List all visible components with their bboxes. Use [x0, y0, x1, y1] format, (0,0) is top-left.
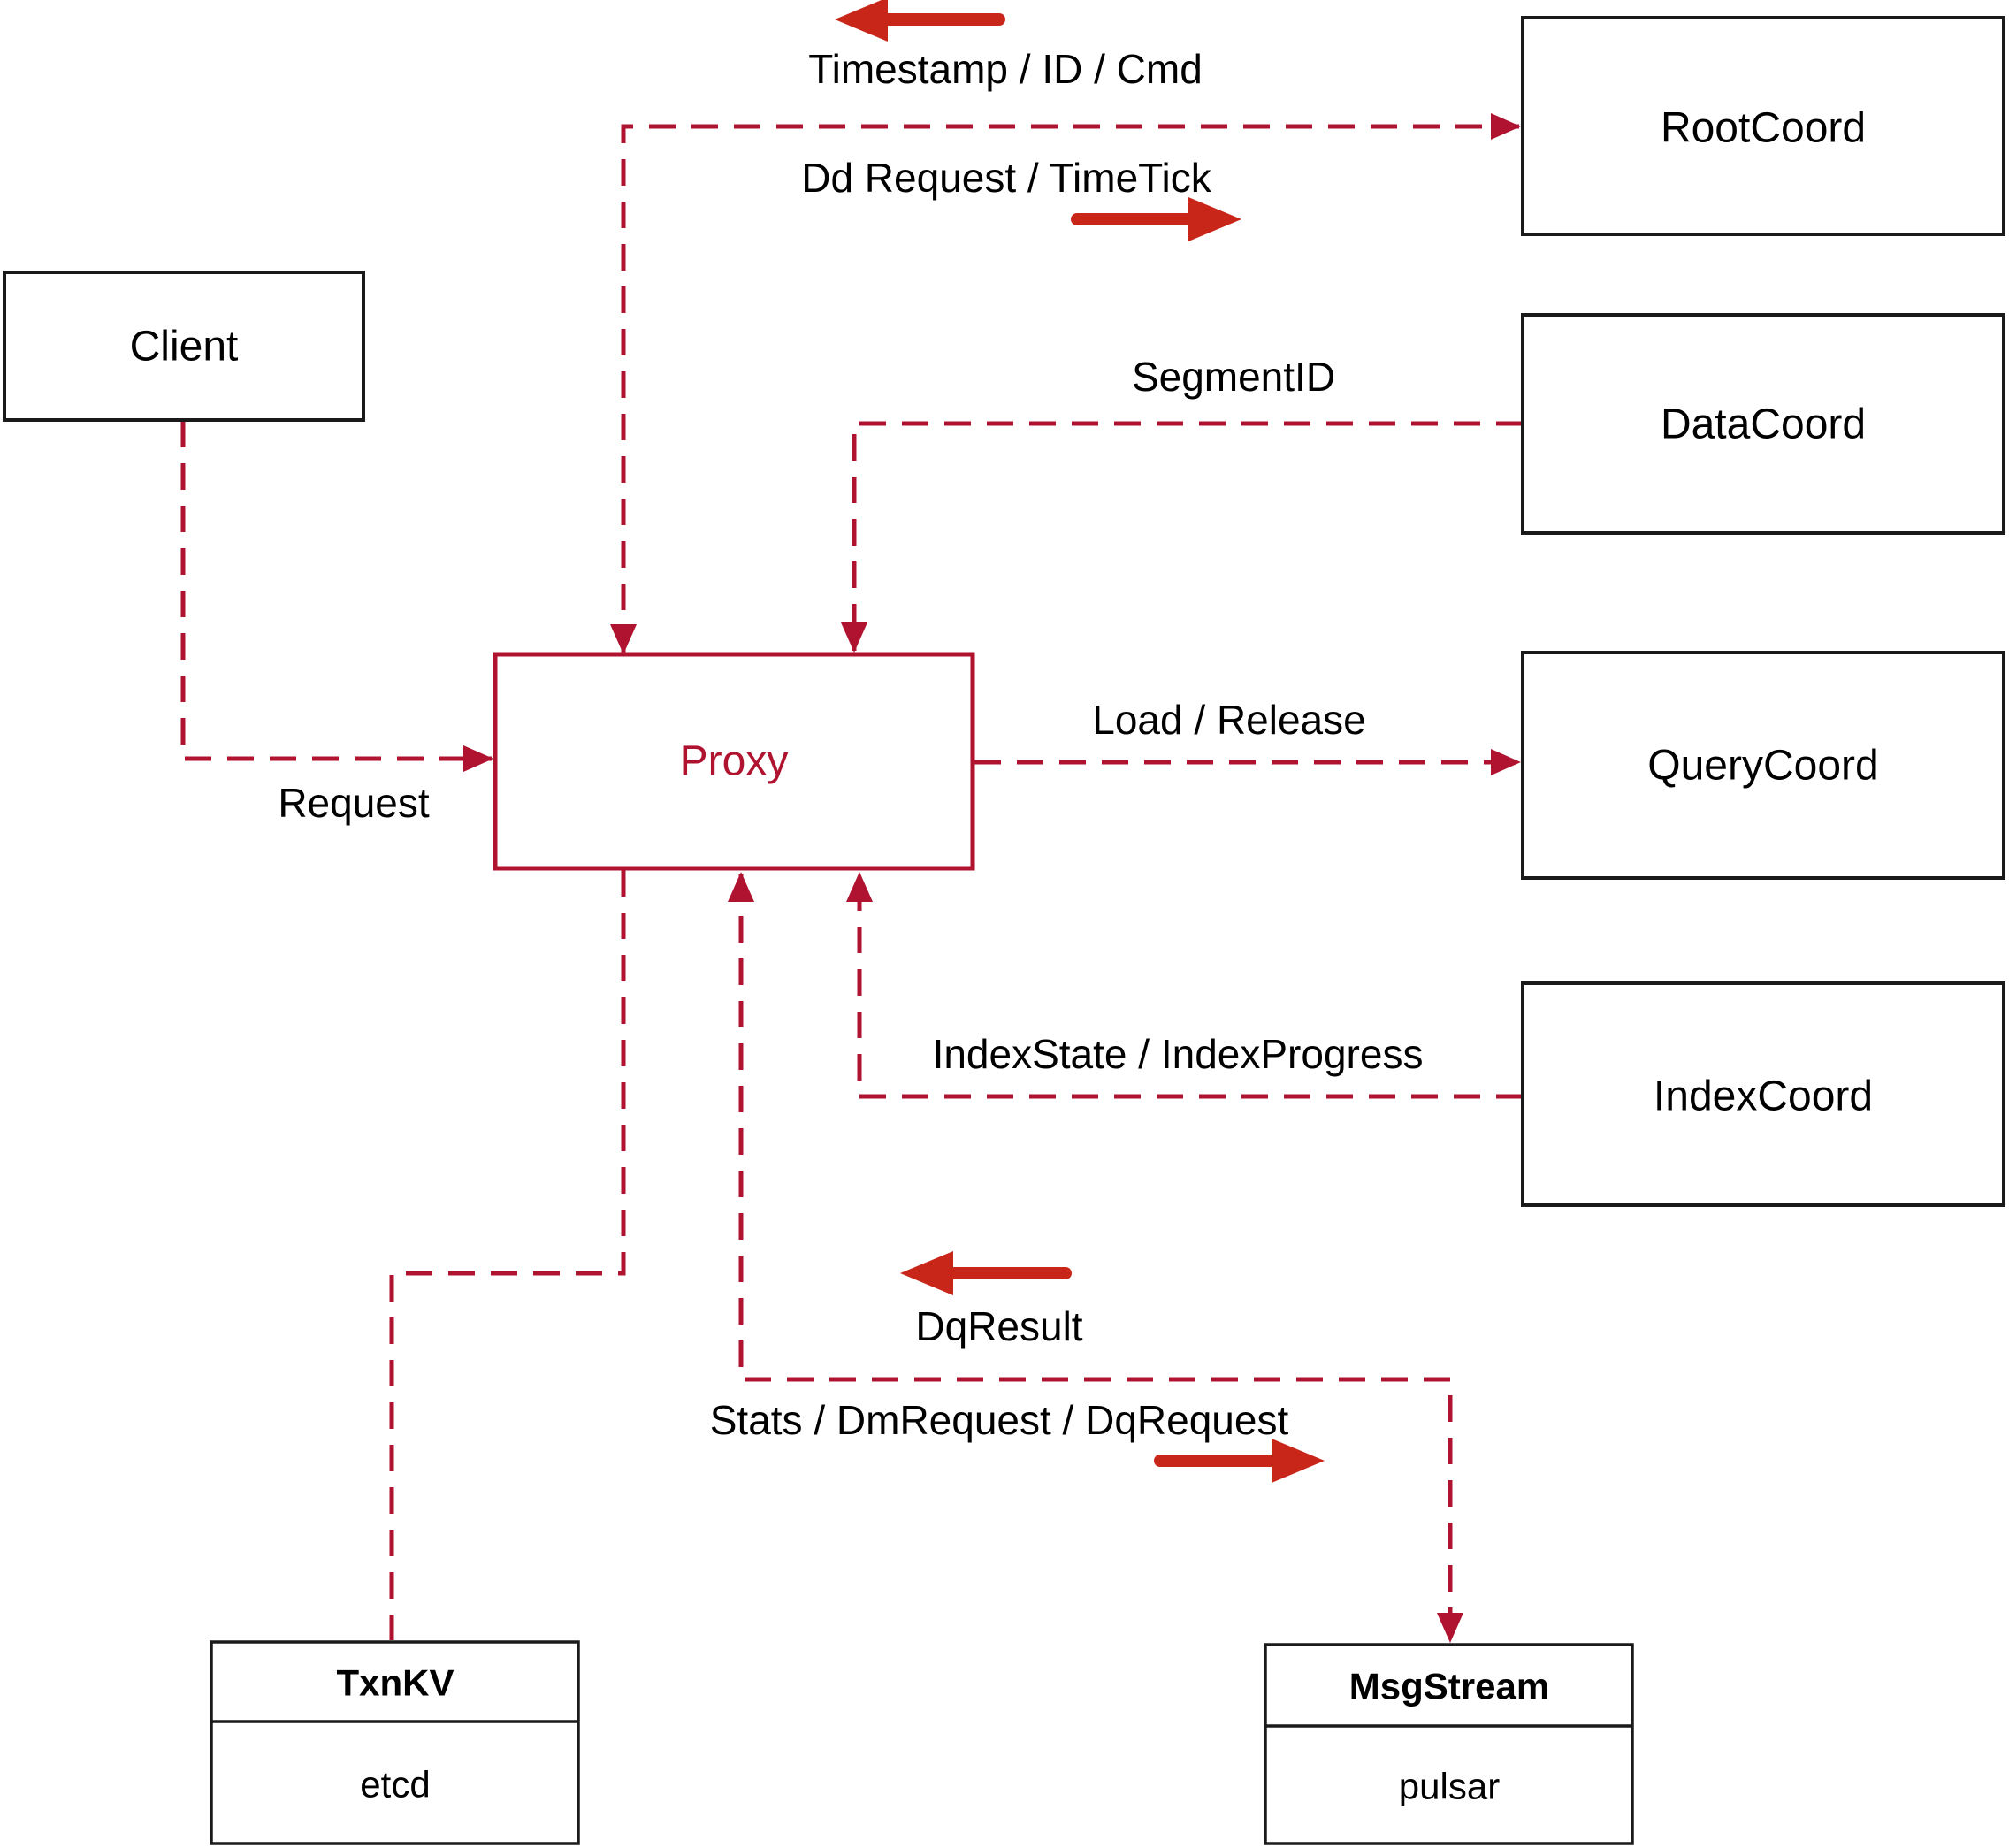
proxy-label: Proxy	[680, 738, 789, 785]
edge-proxy-txnkv	[389, 870, 626, 1640]
edge-proxy-rootcoord	[610, 113, 1521, 654]
querycoord-label: QueryCoord	[1647, 743, 1878, 790]
edge-client-proxy	[180, 421, 493, 772]
direction-arrow-left-dqresult	[900, 1251, 1072, 1295]
node-proxy: Proxy	[493, 652, 975, 871]
node-querycoord: QueryCoord	[1521, 651, 2005, 880]
node-client: Client	[3, 271, 365, 422]
edge-label-timestamp-id-cmd: Timestamp / ID / Cmd	[808, 46, 1203, 92]
node-txnkv: TxnKV etcd	[210, 1640, 580, 1845]
edge-proxy-msgstream	[728, 872, 1463, 1643]
edge-label-segmentid: SegmentID	[1132, 354, 1335, 400]
right-arrow-icon	[1272, 1439, 1325, 1483]
direction-arrow-right-dd-request	[1071, 197, 1241, 241]
indexcoord-label: IndexCoord	[1654, 1073, 1873, 1120]
right-arrow-icon	[1188, 197, 1241, 241]
msgstream-title: MsgStream	[1349, 1666, 1549, 1707]
client-label: Client	[130, 324, 239, 370]
node-rootcoord: RootCoord	[1521, 16, 2005, 236]
edge-label-request: Request	[278, 780, 430, 826]
direction-arrow-left-timestamp	[835, 0, 1005, 42]
edge-label-stats-dmrequest-dqrequest: Stats / DmRequest / DqRequest	[710, 1397, 1289, 1443]
direction-arrow-right-stats	[1154, 1439, 1325, 1483]
node-indexcoord: IndexCoord	[1521, 981, 2005, 1207]
node-datacoord: DataCoord	[1521, 313, 2005, 535]
rootcoord-label: RootCoord	[1661, 105, 1866, 152]
edge-datacoord-proxy	[841, 421, 1523, 653]
edge-label-dd-request-timetick: Dd Request / TimeTick	[801, 155, 1212, 201]
edge-label-load-release: Load / Release	[1092, 697, 1365, 743]
left-arrow-icon	[900, 1251, 953, 1295]
edge-label-dqresult: DqResult	[915, 1303, 1082, 1349]
node-msgstream: MsgStream pulsar	[1264, 1643, 1634, 1845]
datacoord-label: DataCoord	[1661, 401, 1866, 448]
edge-label-indexstate-indexprogress: IndexState / IndexProgress	[933, 1031, 1424, 1077]
left-arrow-icon	[835, 0, 888, 42]
txnkv-title: TxnKV	[336, 1662, 454, 1704]
txnkv-subtitle: etcd	[360, 1764, 430, 1806]
msgstream-subtitle: pulsar	[1399, 1766, 1500, 1807]
